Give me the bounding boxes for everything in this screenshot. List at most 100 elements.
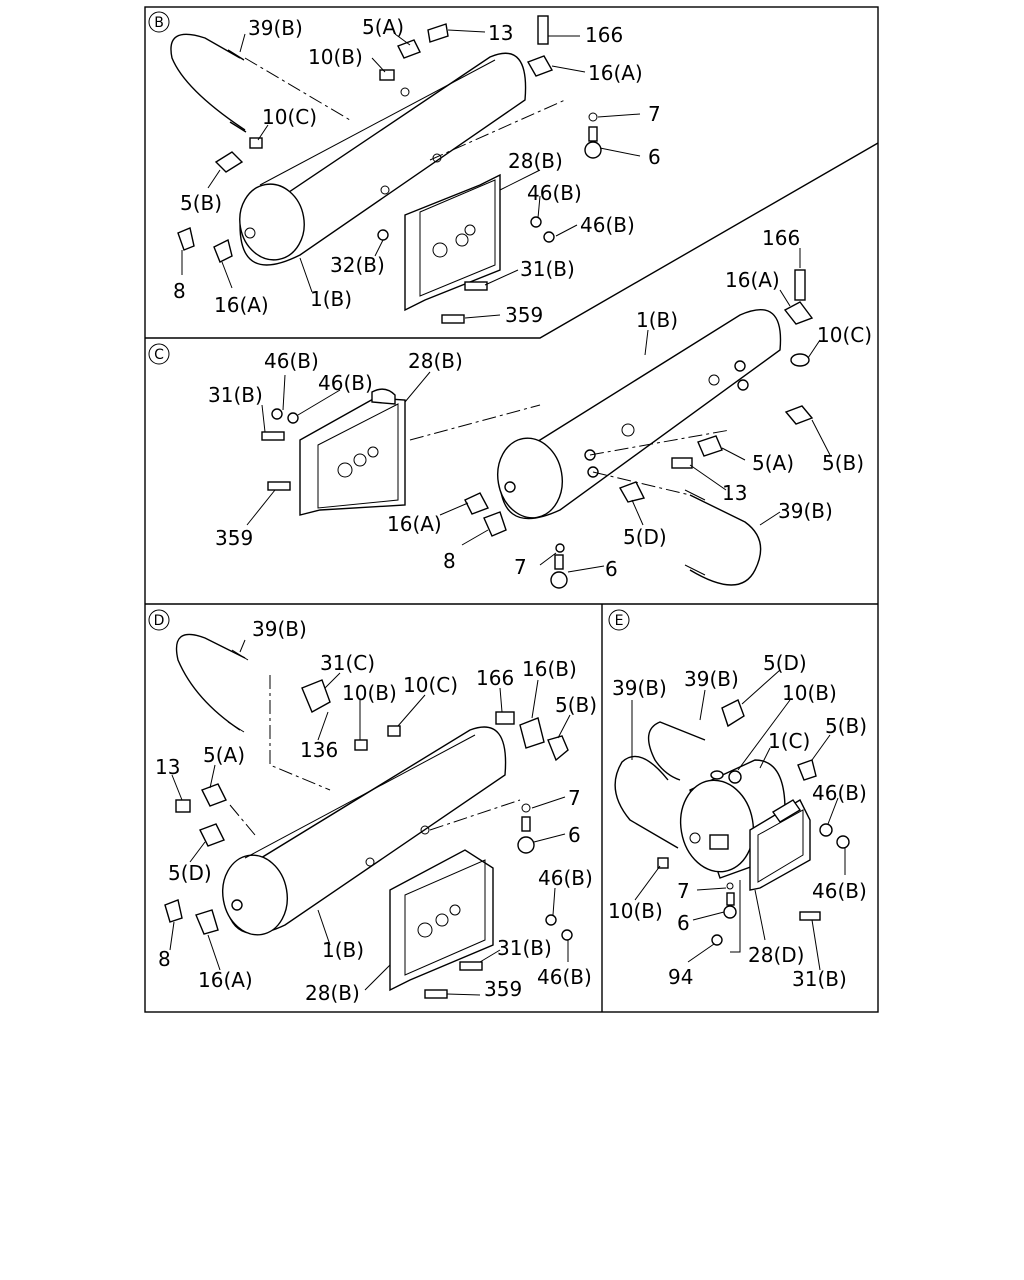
label-d-16b: 16(B) [522,657,577,681]
fittings-b [177,15,602,324]
air-tank-c [497,309,782,520]
label-c-1b: 1(B) [636,308,678,332]
section-e-drawing: 39(B) 39(B) 5(D) 10(B) 1(C) 5(B) 46(B) 4… [608,651,867,991]
fittings-d [164,679,573,999]
svg-text:C: C [154,347,164,363]
bracket-d [389,849,494,992]
label-b-46b-2: 46(B) [580,213,635,237]
label-c-6: 6 [605,557,618,581]
label-e-46b-2: 46(B) [812,879,867,903]
label-b-16a-2: 16(A) [214,293,269,317]
section-b-drawing: 39(B) 5(A) 13 166 10(B) 16(A) 7 10(C) 6 … [170,15,661,327]
u-bolt-c [689,494,762,586]
label-d-6: 6 [568,823,581,847]
label-b-13: 13 [488,21,513,45]
label-c-13: 13 [722,481,747,505]
label-b-359: 359 [505,303,543,327]
label-c-5b: 5(B) [822,451,864,475]
label-e-94: 94 [668,965,693,989]
label-b-31b: 31(B) [520,257,575,281]
label-d-5a: 5(A) [203,743,245,767]
label-d-7: 7 [568,786,581,810]
svg-text:E: E [615,613,624,629]
u-bolt-d [175,633,246,731]
label-b-28b: 28(B) [508,149,563,173]
label-b-5b: 5(B) [180,191,222,215]
label-b-32b: 32(B) [330,253,385,277]
section-marker-c: C [148,343,170,365]
label-b-10b: 10(B) [308,45,363,69]
section-marker-e: E [608,609,630,631]
label-c-8: 8 [443,549,456,573]
u-bolt-b [170,33,246,131]
u-bolt-e [614,755,679,849]
label-e-10b-2: 10(B) [608,899,663,923]
label-e-28d: 28(D) [748,943,804,967]
label-b-7: 7 [648,102,661,126]
air-tank-b [239,52,527,266]
label-d-39b: 39(B) [252,617,307,641]
label-b-8: 8 [173,279,186,303]
section-marker-b: B [148,11,170,33]
label-c-46b-2: 46(B) [318,371,373,395]
label-c-166: 166 [762,226,800,250]
label-b-1b: 1(B) [310,287,352,311]
label-d-5d: 5(D) [168,861,212,885]
label-e-6: 6 [677,911,690,935]
label-b-39b: 39(B) [248,16,303,40]
label-b-10c: 10(C) [262,105,317,129]
label-d-5b: 5(B) [555,693,597,717]
label-e-5b: 5(B) [825,714,867,738]
label-e-7: 7 [677,879,690,903]
label-b-46b-1: 46(B) [527,181,582,205]
u-bolt-e-2 [647,721,706,781]
label-d-46b-1: 46(B) [538,866,593,890]
label-c-16a-2: 16(A) [387,512,442,536]
label-c-359: 359 [215,526,253,550]
label-d-46b-2: 46(B) [537,965,592,989]
label-c-31b: 31(B) [208,383,263,407]
label-d-16a: 16(A) [198,968,253,992]
section-d-drawing: 39(B) 31(C) 10(B) 10(C) 166 16(B) 5(B) 1… [155,617,597,1005]
section-marker-d: D [148,609,170,631]
label-d-8: 8 [158,947,171,971]
leader-lines-b [181,29,641,319]
label-c-39b: 39(B) [778,499,833,523]
leader-lines-e [631,669,846,971]
label-c-7: 7 [514,555,527,579]
label-b-16a: 16(A) [588,61,643,85]
label-b-6: 6 [648,145,661,169]
label-c-28b: 28(B) [408,349,463,373]
svg-text:D: D [154,613,165,629]
label-d-31b: 31(B) [497,936,552,960]
bracket-b [404,173,501,312]
label-e-5d: 5(D) [763,651,807,675]
label-d-28b: 28(B) [305,981,360,1005]
label-d-10b: 10(B) [342,681,397,705]
label-e-10b: 10(B) [782,681,837,705]
label-d-10c: 10(C) [403,673,458,697]
diagram-frame [144,6,879,1013]
leader-lines-c [246,248,831,573]
fittings-e [657,699,850,946]
label-c-16a: 16(A) [725,268,780,292]
fittings-c [261,269,814,589]
label-d-359: 359 [484,977,522,1001]
label-e-46b-1: 46(B) [812,781,867,805]
air-tank-d [222,726,507,936]
label-e-39b-1: 39(B) [612,676,667,700]
section-c-drawing: 166 16(A) 1(B) 10(C) 46(B) 28(B) 46(B) 3… [208,226,872,589]
bracket-c [299,388,406,516]
label-d-166: 166 [476,666,514,690]
bracket-e [749,799,811,891]
label-e-1c: 1(C) [768,729,810,753]
label-d-136: 136 [300,738,338,762]
label-c-46b-1: 46(B) [264,349,319,373]
leader-lines-d [169,639,571,996]
svg-text:B: B [154,15,164,31]
label-b-166: 166 [585,23,623,47]
label-e-39b-2: 39(B) [684,667,739,691]
label-d-1b: 1(B) [322,938,364,962]
label-c-5d: 5(D) [623,525,667,549]
